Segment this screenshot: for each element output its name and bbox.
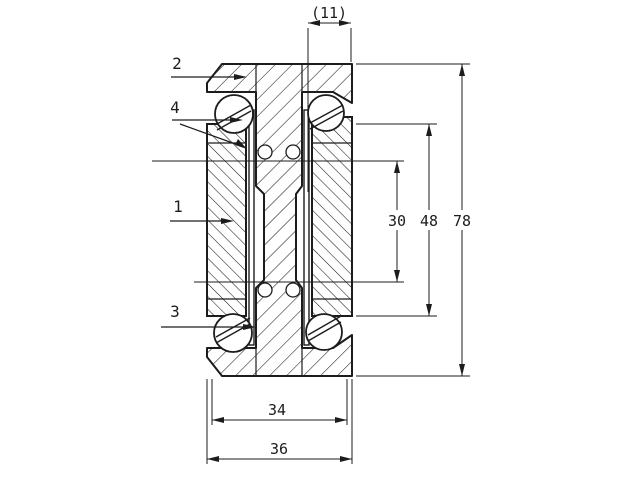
callout-4-label: 4 [170,98,180,117]
callout-3-label: 3 [170,302,180,321]
bearing-balls [213,94,345,353]
dim-inner-width-label: 34 [268,401,286,419]
callout-leaders [161,74,256,330]
outer-rail-section [206,116,353,317]
cage-lobes [257,144,301,298]
dim-text-pad [417,210,441,230]
dim-top-width-label: (11) [311,4,347,22]
dim-rail-height-label: 48 [420,212,438,230]
dim-overall-width-label: 36 [270,440,288,458]
dim-inner-height-label: 30 [388,212,406,230]
middle-rail-section [206,63,353,377]
dim-overall-height-label: 78 [453,212,471,230]
callout-1-label: 1 [173,197,183,216]
callout-2-label: 2 [172,54,182,73]
dim-text-pad [385,210,409,230]
dim-text-pad [450,210,474,230]
